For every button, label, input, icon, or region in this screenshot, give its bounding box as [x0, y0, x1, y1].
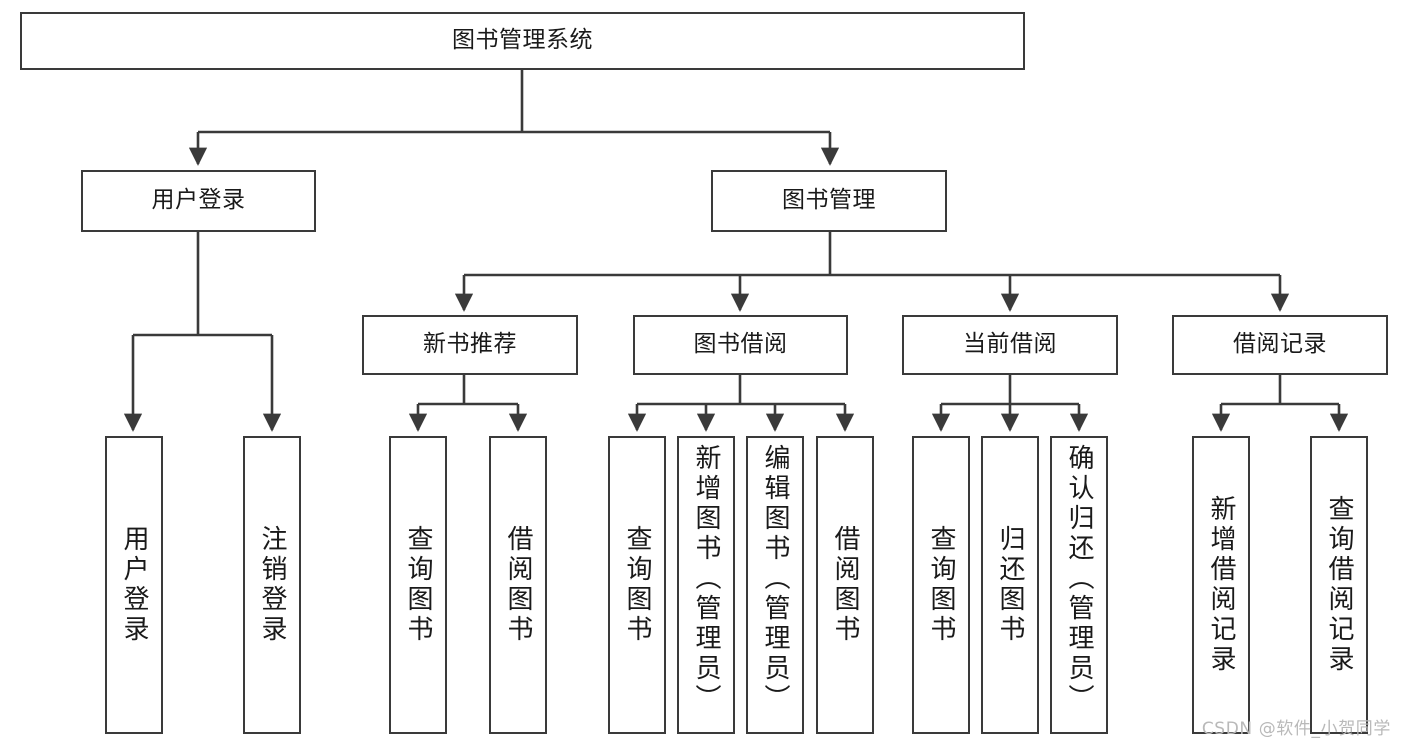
node-leaf-query-record[interactable]: 查询借阅记录: [1310, 436, 1368, 734]
node-new-book-rec[interactable]: 新书推荐: [362, 315, 578, 375]
node-leaf-confirm-return[interactable]: 确认归还（管理员）: [1050, 436, 1108, 734]
node-current-borrow-label: 当前借阅: [963, 331, 1057, 358]
node-leaf-query-book-2-label: 查询图书: [622, 525, 652, 645]
node-leaf-borrow-book-1-label: 借阅图书: [503, 525, 533, 645]
node-leaf-query-book-3-label: 查询图书: [926, 525, 956, 645]
node-user-login-label: 用户登录: [151, 187, 246, 214]
node-leaf-user-login-label: 用户登录: [119, 525, 149, 645]
node-leaf-return-book-label: 归还图书: [995, 525, 1025, 645]
node-borrow-record-label: 借阅记录: [1233, 331, 1327, 358]
node-leaf-borrow-book-2[interactable]: 借阅图书: [816, 436, 874, 734]
node-current-borrow[interactable]: 当前借阅: [902, 315, 1118, 375]
node-leaf-query-book-3[interactable]: 查询图书: [912, 436, 970, 734]
node-leaf-borrow-book-2-label: 借阅图书: [830, 525, 860, 645]
node-new-book-rec-label: 新书推荐: [423, 331, 517, 358]
watermark-text: CSDN @软件_小贺同学: [1201, 719, 1391, 739]
node-leaf-add-record-label: 新增借阅记录: [1206, 495, 1236, 675]
node-leaf-confirm-return-label: 确认归还（管理员）: [1064, 444, 1094, 714]
node-root[interactable]: 图书管理系统: [20, 12, 1025, 70]
node-book-manage[interactable]: 图书管理: [711, 170, 947, 232]
node-borrow-record[interactable]: 借阅记录: [1172, 315, 1388, 375]
node-leaf-add-book-label: 新增图书（管理员）: [691, 444, 721, 714]
node-leaf-user-login[interactable]: 用户登录: [105, 436, 163, 734]
node-leaf-query-book-1[interactable]: 查询图书: [389, 436, 447, 734]
node-leaf-edit-book-label: 编辑图书（管理员）: [760, 444, 790, 714]
node-book-borrow-label: 图书借阅: [693, 331, 788, 358]
node-root-label: 图书管理系统: [452, 27, 593, 54]
node-leaf-add-record[interactable]: 新增借阅记录: [1192, 436, 1250, 734]
node-leaf-return-book[interactable]: 归还图书: [981, 436, 1039, 734]
node-leaf-query-book-1-label: 查询图书: [403, 525, 433, 645]
node-leaf-query-book-2[interactable]: 查询图书: [608, 436, 666, 734]
node-leaf-add-book[interactable]: 新增图书（管理员）: [677, 436, 735, 734]
node-leaf-borrow-book-1[interactable]: 借阅图书: [489, 436, 547, 734]
node-leaf-query-record-label: 查询借阅记录: [1324, 495, 1354, 675]
node-leaf-logout[interactable]: 注销登录: [243, 436, 301, 734]
node-leaf-edit-book[interactable]: 编辑图书（管理员）: [746, 436, 804, 734]
node-leaf-logout-label: 注销登录: [257, 525, 287, 645]
node-user-login[interactable]: 用户登录: [81, 170, 316, 232]
node-book-borrow[interactable]: 图书借阅: [633, 315, 848, 375]
node-book-manage-label: 图书管理: [782, 187, 876, 214]
